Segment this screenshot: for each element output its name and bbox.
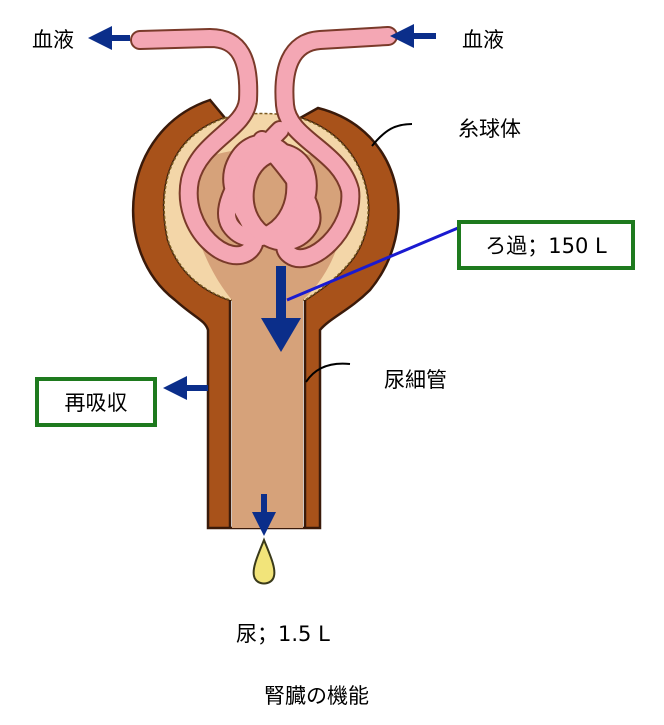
filtration-box: ろ過；150 L — [457, 220, 635, 270]
tubule-label: 尿細管 — [384, 368, 447, 392]
reabsorption-box: 再吸収 — [35, 377, 157, 427]
glomerulus-vessels — [130, 26, 398, 269]
diagram-caption: 腎臓の機能 — [264, 684, 369, 708]
filtration-arrowhead — [261, 318, 301, 352]
glomerulus-label: 糸球体 — [458, 117, 521, 141]
blood-out-label: 血液 — [32, 28, 74, 52]
urine-drop — [252, 537, 276, 585]
filtration-pointer — [286, 226, 459, 302]
blood-in-label: 血液 — [462, 28, 504, 52]
glomerulus-leader — [371, 123, 413, 147]
urine-label: 尿；1.5 L — [236, 622, 330, 646]
tubule-leader — [305, 362, 351, 383]
